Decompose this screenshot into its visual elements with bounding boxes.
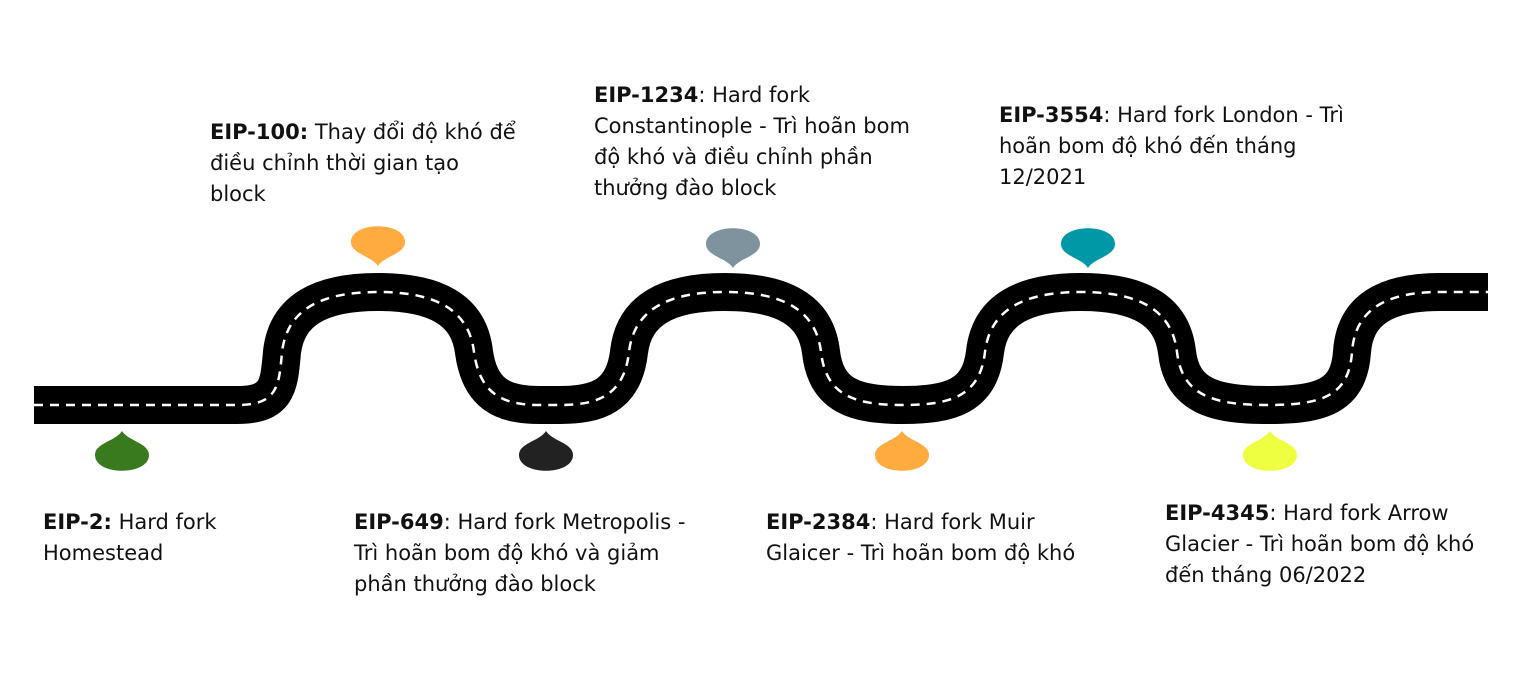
milestone-pin-eip-1234-icon bbox=[706, 228, 760, 268]
milestone-eip-3554: EIP-3554: Hard fork London - Trì hoãn bo… bbox=[999, 100, 1344, 193]
milestone-eip-1234: EIP-1234: Hard fork Constantinople - Trì… bbox=[594, 80, 924, 204]
milestone-desc: Hard fork Homestead bbox=[43, 510, 217, 565]
milestone-colon: : bbox=[299, 120, 309, 144]
milestone-pin-eip-649-icon bbox=[519, 431, 573, 471]
milestone-desc: : Hard fork Arrow Glacier - Trì hoãn bom… bbox=[1165, 501, 1475, 587]
road bbox=[34, 273, 1488, 424]
road-center-dash bbox=[34, 290, 1488, 407]
milestone-eip-2: EIP-2: Hard fork Homestead bbox=[43, 507, 233, 569]
milestone-desc: : Hard fork Muir Glaicer - Trì hoãn bom … bbox=[766, 510, 1076, 565]
milestone-eip-100: EIP-100: Thay đổi độ khó để điều chỉnh t… bbox=[210, 117, 520, 210]
milestone-pin-eip-3554-icon bbox=[1061, 228, 1115, 268]
milestone-code: EIP-649 bbox=[354, 510, 444, 534]
milestone-pin-eip-4345-icon bbox=[1243, 431, 1297, 471]
milestone-desc: : Hard fork Constantinople - Trì hoãn bo… bbox=[594, 83, 910, 200]
milestone-colon: : bbox=[103, 510, 112, 534]
milestone-code: EIP-3554 bbox=[999, 103, 1104, 127]
milestone-pin-eip-2-icon bbox=[95, 431, 149, 471]
milestone-desc: : Hard fork Metropolis - Trì hoãn bom độ… bbox=[354, 510, 686, 596]
milestone-code: EIP-4345 bbox=[1165, 501, 1270, 525]
milestone-eip-4345: EIP-4345: Hard fork Arrow Glacier - Trì … bbox=[1165, 498, 1495, 591]
milestone-code: EIP-2384 bbox=[766, 510, 871, 534]
milestone-desc: : Hard fork London - Trì hoãn bom độ khó… bbox=[999, 103, 1344, 189]
milestone-eip-2384: EIP-2384: Hard fork Muir Glaicer - Trì h… bbox=[766, 507, 1096, 569]
milestone-desc: Thay đổi độ khó để điều chỉnh thời gian … bbox=[210, 120, 516, 206]
milestone-eip-649: EIP-649: Hard fork Metropolis - Trì hoãn… bbox=[354, 507, 704, 600]
milestone-pin-eip-2384-icon bbox=[875, 431, 929, 471]
milestone-code: EIP-100 bbox=[210, 120, 300, 144]
milestone-code: EIP-2 bbox=[43, 510, 104, 534]
milestone-code: EIP-1234 bbox=[594, 83, 699, 107]
milestone-pin-eip-100-icon bbox=[351, 226, 405, 266]
